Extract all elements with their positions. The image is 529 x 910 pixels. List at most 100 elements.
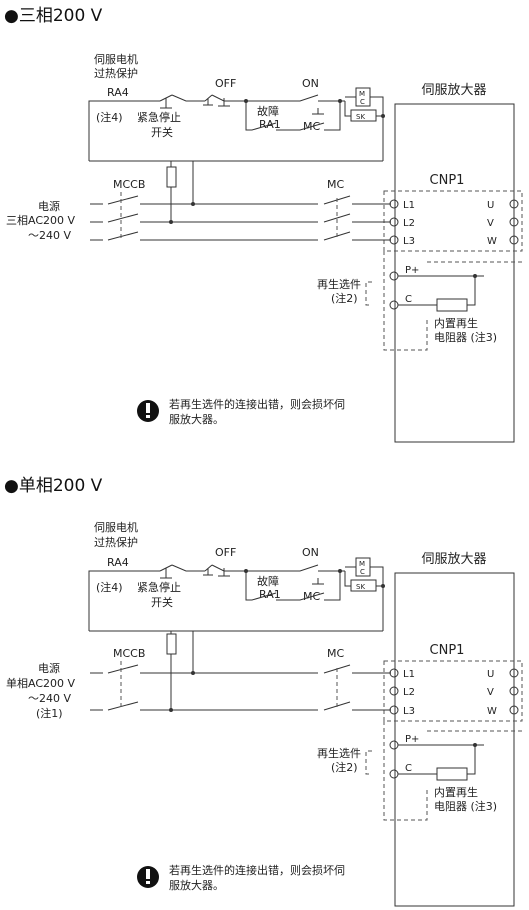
warning-icon [137,866,159,888]
terminal-c-label: C [405,763,412,774]
terminal-l2 [389,686,399,696]
terminal-l2-label: L2 [403,218,415,229]
terminal-v [509,686,519,696]
section-single-phase: ●单相200 V 伺服放大器 CNP1 伺服电机 过热保护 RA4 (注4) 紧… [4,476,523,907]
to-terminals [352,672,391,711]
terminal-v [509,217,519,227]
on-switch-mark [312,578,324,585]
cnp1-connector-outline [383,660,523,722]
power-range-label: ～240 V [28,229,71,242]
section-title: ●三相200 V [4,6,103,26]
terminal-c [389,300,399,310]
power-source-label: 电源 [38,661,60,675]
internal-resistor-note: 电阻器 (注3) [434,330,497,344]
fuse-wiring [170,161,194,222]
regen-wiring [398,744,484,775]
terminal-w [509,235,519,245]
sk-label: SK [356,113,365,121]
junction-dot [169,220,173,224]
off-switch [203,94,230,107]
servo-amplifier-box [394,103,515,443]
junction-dot [338,99,342,103]
internal-resistor-label: 内置再生 [434,316,478,330]
mc-main-label: MC [327,178,344,191]
power-voltage-label: 单相AC200 V [6,677,76,690]
terminal-p-label: P+ [405,734,419,745]
fuse [166,633,177,655]
regen-option-note: (注2) [331,291,358,305]
estop-label-2: 开关 [151,125,173,139]
junction-dot [473,743,477,747]
note4-label: (注4) [96,110,123,124]
terminal-v-label: V [487,218,494,229]
regen-outline [383,721,522,821]
main-lines [140,672,318,711]
internal-resistor-label: 内置再生 [434,785,478,799]
mccb-switches [107,664,139,711]
fuse-wiring [170,631,194,710]
terminal-p-label: P+ [405,265,419,276]
mc-coil-m: M [359,90,365,98]
terminal-p [389,271,399,281]
internal-resistor [436,298,468,312]
mc-coil-m: M [359,560,365,568]
estop-label-2: 开关 [151,595,173,609]
terminal-w [509,705,519,715]
terminal-l2-label: L2 [403,687,415,698]
terminal-c [389,769,399,779]
terminal-p [389,740,399,750]
regen-option-note: (注2) [331,760,358,774]
cnp1-label: CNP1 [430,643,465,658]
terminal-v-label: V [487,687,494,698]
control-line [88,94,345,161]
terminal-l3-label: L3 [403,236,415,247]
on-label: ON [302,546,319,559]
servo-amplifier-box [394,572,515,907]
main-lines [140,203,318,241]
regen-outline [383,251,522,351]
coil-wiring [344,96,384,161]
off-switch [203,564,230,577]
regen-option-bracket [365,750,372,775]
warning-text-2: 服放大器。 [169,412,224,426]
warning-text: 若再生选件的连接出错，则会损坏伺 [169,397,345,411]
mc-main-label: MC [327,647,344,660]
section-three-phase: ●三相200 V 伺服放大器 CNP1 伺服电机 过热保护 RA4 (注4) 紧… [4,6,523,443]
terminal-l1 [389,199,399,209]
control-line [88,564,345,631]
junction-dot [191,671,195,675]
ra4-switch [159,564,173,579]
regen-wiring [398,275,484,306]
estop-label: 紧急停止 [137,110,181,124]
terminal-l3 [389,235,399,245]
off-label: OFF [215,77,236,90]
terminal-u-label: U [487,669,494,680]
section-title: ●单相200 V [4,476,103,496]
power-voltage-label: 三相AC200 V [6,214,76,227]
junction-dot [191,202,195,206]
regen-option-label: 再生选件 [317,277,361,291]
terminal-w-label: W [487,236,497,247]
on-label: ON [302,77,319,90]
terminal-u [509,668,519,678]
mccb-switches [107,195,139,241]
mccb-label: MCCB [113,647,145,660]
internal-resistor-note: 电阻器 (注3) [434,799,497,813]
terminal-l1 [389,668,399,678]
junction-dot [381,114,385,118]
fuse [166,166,177,188]
terminal-l1-label: L1 [403,200,415,211]
source-leads [90,203,103,241]
power-note-label: (注1) [36,706,63,720]
terminal-u [509,199,519,209]
terminal-l2 [389,217,399,227]
overheat-label-2: 过热保护 [94,66,138,80]
ra4-switch [159,94,173,109]
warning-text-2: 服放大器。 [169,878,224,892]
note4-label: (注4) [96,580,123,594]
off-label: OFF [215,546,236,559]
mc-coil-c: C [360,568,365,576]
sk-label: SK [356,583,365,591]
junction-dot [473,274,477,278]
